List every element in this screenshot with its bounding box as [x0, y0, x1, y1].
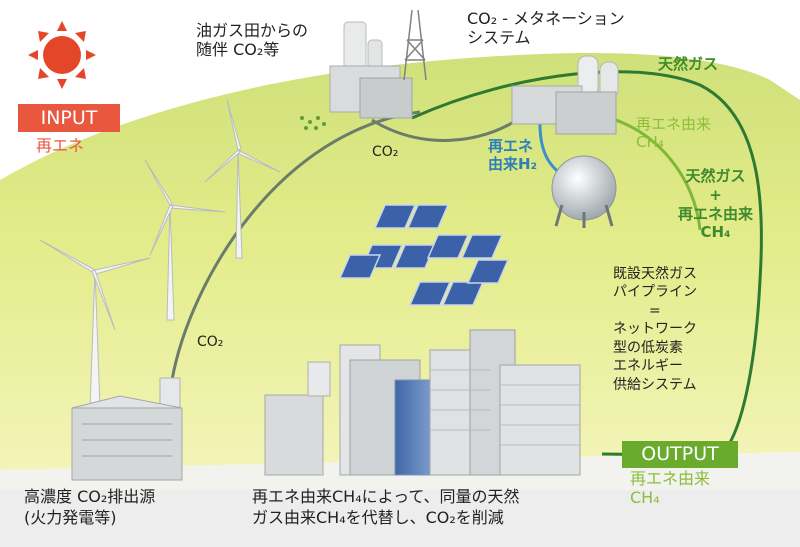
- co2-emission-source: [71, 377, 183, 481]
- methanation-label: CO₂ - メタネーション システム: [467, 9, 625, 48]
- h2-line1: 再エネ: [488, 137, 534, 155]
- wind-turbine: [204, 99, 281, 259]
- mixed-gas-line3: 再エネ由来: [678, 204, 754, 223]
- wind-turbine: [39, 239, 151, 409]
- bottom-caption: 再エネ由来CH₄によって、同量の天然 ガス由来CH₄を代替し、CO₂を削減: [252, 487, 520, 529]
- mixed-gas-line1: 天然ガス: [685, 167, 746, 185]
- oil-gas-field-line1: 油ガス田からの: [196, 21, 309, 40]
- pipeline-line: エネルギー: [613, 358, 683, 375]
- emission-source-line1: 高濃度 CO₂排出源: [24, 487, 156, 506]
- renewable-ch4-line2: CH₄: [636, 132, 664, 151]
- output-line1: 再エネ由来: [630, 469, 711, 488]
- caption-band: [0, 490, 800, 547]
- city-buildings: [264, 329, 581, 476]
- oil-gas-field-label: 油ガス田からの 随伴 CO₂等: [196, 21, 309, 60]
- oil-gas-field-line2: 随伴 CO₂等: [196, 39, 280, 59]
- h2-label: 再エネ 由来H₂: [488, 137, 538, 173]
- natural-gas-label: 天然ガス: [658, 55, 719, 73]
- bottom-caption-line1: 再エネ由来CH₄によって、同量の天然: [252, 487, 520, 506]
- bottom-caption-line2: ガス由来CH₄を代替し、CO₂を削減: [252, 507, 504, 527]
- pipeline-line: 型の低炭素: [613, 339, 683, 356]
- mixed-gas-label: 天然ガス + 再エネ由来 CH₄: [678, 167, 753, 242]
- co2-source-label: CO₂: [197, 334, 224, 350]
- output-label: 再エネ由来 CH₄: [630, 469, 711, 508]
- renewable-ch4-line1: 再エネ由来: [636, 115, 712, 133]
- mixed-gas-line2: +: [709, 185, 722, 204]
- pipeline-line: =: [649, 302, 661, 319]
- co2-field-label: CO₂: [372, 144, 399, 160]
- methanation-line2: システム: [467, 27, 531, 47]
- h2-line2: 由来H₂: [488, 154, 538, 173]
- wind-turbines: [39, 99, 281, 409]
- emission-source-line2: (火力発電等): [24, 507, 117, 527]
- wind-turbine: [144, 159, 226, 321]
- pipeline-line: 供給システム: [613, 376, 697, 393]
- mixed-gas-line4: CH₄: [700, 223, 731, 242]
- methanation-facility: [511, 55, 619, 135]
- output-badge: OUTPUT: [622, 441, 738, 468]
- pipeline-line: ネットワーク: [613, 321, 697, 338]
- co2-pipe-from-field: [371, 116, 521, 142]
- oil-gas-field-facility: [300, 9, 427, 130]
- co2-pipe-from-source: [170, 110, 421, 381]
- hydrogen-tank: [551, 155, 617, 228]
- natural-gas-pipeline: [411, 70, 763, 447]
- pipeline-description: 既設天然ガス パイプライン = ネットワーク 型の低炭素 エネルギー 供給システ…: [613, 265, 697, 394]
- renewable-ch4-label: 再エネ由来 CH₄: [636, 115, 712, 151]
- input-label: 再エネ: [36, 136, 85, 155]
- pipeline-line: 既設天然ガス: [613, 266, 697, 282]
- output-line2: CH₄: [630, 487, 660, 507]
- solar-panels: [338, 204, 510, 306]
- pipeline-line: パイプライン: [613, 284, 697, 301]
- renewable-ch4-pipeline: [599, 113, 702, 231]
- methanation-line1: CO₂ - メタネーション: [467, 9, 625, 28]
- sun-icon: [28, 21, 96, 89]
- emission-source-caption: 高濃度 CO₂排出源 (火力発電等): [24, 487, 155, 529]
- input-badge: INPUT: [18, 104, 120, 132]
